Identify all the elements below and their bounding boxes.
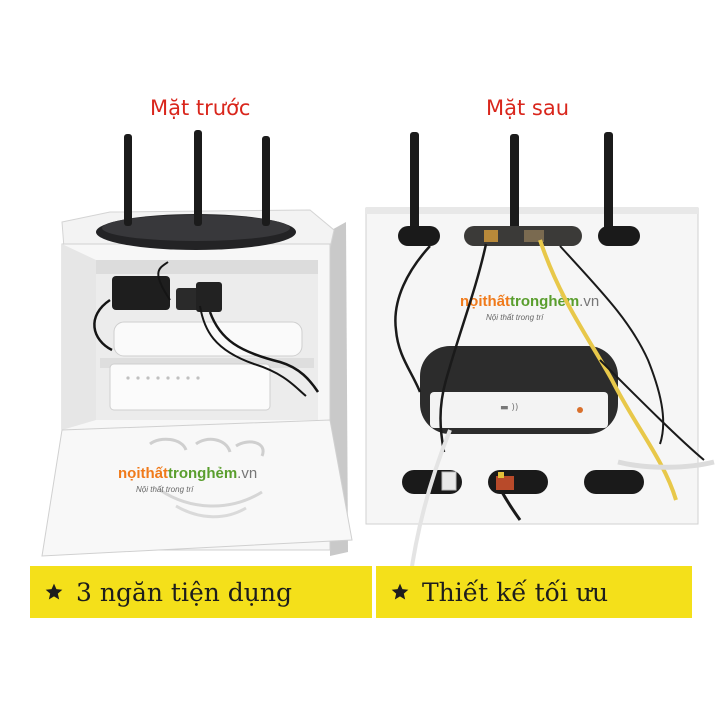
banner-divider [372, 566, 376, 618]
feature-banner-design: Thiết kế tối ưu [376, 566, 692, 618]
star-icon [45, 583, 63, 600]
feature-text: Thiết kế tối ưu [422, 577, 609, 607]
star-icon [391, 583, 409, 600]
back-router-box: ▬ )) nọithấttronghẻm.vn Nội thất trong t… [365, 132, 715, 581]
front-brand-tagline: Nội thất trong trí [136, 485, 194, 494]
front-view-label: Mặt trước [150, 96, 251, 120]
back-brand-text: nọithấttronghẻm.vn [460, 293, 599, 310]
feature-text: 3 ngăn tiện dụng [76, 577, 293, 607]
front-router-box: nọithấttronghẻm.vn Nội thất trong trí [41, 130, 353, 557]
feature-banner-compartments: 3 ngăn tiện dụng [30, 566, 372, 618]
back-view-label: Mặt sau [486, 96, 570, 120]
svg-text:▬ )): ▬ )) [500, 403, 518, 413]
front-brand-text: nọithấttronghẻm.vn [118, 465, 257, 482]
back-brand-tagline: Nội thất trong trí [486, 313, 544, 322]
